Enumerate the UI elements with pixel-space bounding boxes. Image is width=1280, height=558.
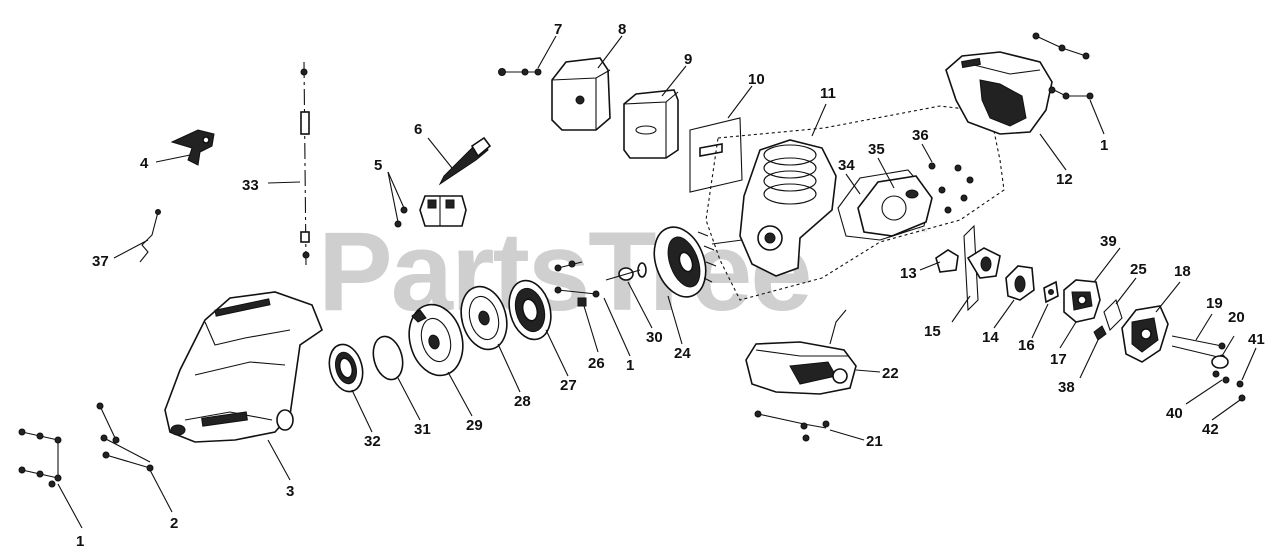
callout-6[interactable]: 6 <box>414 121 422 138</box>
callout-18[interactable]: 18 <box>1174 263 1191 280</box>
part-gasket-plate[interactable] <box>689 117 743 193</box>
part-seal-ring[interactable] <box>324 341 367 396</box>
part-screws-left[interactable] <box>18 402 154 488</box>
part-shroud-screws[interactable] <box>1032 32 1094 100</box>
part-air-filter-cover[interactable] <box>551 57 611 131</box>
engine-assembly-outline <box>705 105 1005 301</box>
callout-29[interactable]: 29 <box>466 417 483 434</box>
callout-12[interactable]: 12 <box>1056 171 1073 188</box>
callout-26[interactable]: 26 <box>588 355 605 372</box>
callout-34[interactable]: 34 <box>838 157 855 174</box>
callout-37[interactable]: 37 <box>92 253 109 270</box>
part-primer-fitting[interactable] <box>1093 325 1107 341</box>
part-crankcase-screws[interactable] <box>928 162 974 214</box>
part-flywheel[interactable] <box>645 220 717 304</box>
part-air-box-gasket[interactable] <box>1103 298 1123 332</box>
part-nuts[interactable] <box>1222 376 1246 402</box>
callout-10[interactable]: 10 <box>748 71 765 88</box>
part-ignition-coil[interactable] <box>419 136 492 227</box>
callout-15[interactable]: 15 <box>924 323 941 340</box>
callout-39[interactable]: 39 <box>1100 233 1117 250</box>
callout-35[interactable]: 35 <box>868 141 885 158</box>
callout-7[interactable]: 7 <box>554 21 562 38</box>
part-air-filter[interactable] <box>623 89 679 159</box>
callout-42[interactable]: 42 <box>1202 421 1219 438</box>
part-tank-screws[interactable] <box>754 410 830 442</box>
callout-31[interactable]: 31 <box>414 421 431 438</box>
part-washer[interactable] <box>605 262 647 281</box>
part-clamp-ring[interactable] <box>1211 355 1229 378</box>
callout-2[interactable]: 2 <box>170 515 178 532</box>
callout-17[interactable]: 17 <box>1050 351 1067 368</box>
callout-38[interactable]: 38 <box>1058 379 1075 396</box>
part-intake-manifold[interactable] <box>935 249 959 273</box>
callout-28[interactable]: 28 <box>514 393 531 410</box>
part-crankcase-cover[interactable] <box>857 175 933 237</box>
callout-1[interactable]: 1 <box>76 533 84 550</box>
callout-11[interactable]: 11 <box>820 85 836 102</box>
callout-5[interactable]: 5 <box>374 157 382 174</box>
callout-32[interactable]: 32 <box>364 433 381 450</box>
watermark-trademark: ™ <box>916 225 928 239</box>
part-intake-plate[interactable] <box>963 224 1001 312</box>
part-reed-block[interactable] <box>1005 265 1035 301</box>
callout-40[interactable]: 40 <box>1166 405 1183 422</box>
part-fuel-tank[interactable] <box>745 309 857 395</box>
part-coil-screws[interactable] <box>394 206 408 228</box>
part-starter-housing[interactable] <box>402 298 471 381</box>
callout-30[interactable]: 30 <box>646 329 663 346</box>
callout-19[interactable]: 19 <box>1206 295 1223 312</box>
part-fan-shroud[interactable] <box>945 51 1053 135</box>
callout-9[interactable]: 9 <box>684 51 692 68</box>
watermark: PartsTree <box>318 209 811 334</box>
callout-13[interactable]: 13 <box>900 265 917 282</box>
callout-27[interactable]: 27 <box>560 377 577 394</box>
callout-labels: 1 2 3 4 5 6 7 8 9 10 11 12 1 13 15 14 16… <box>76 21 1265 550</box>
part-spring-wire[interactable] <box>139 209 161 263</box>
callout-24[interactable]: 24 <box>674 345 691 362</box>
callout-16[interactable]: 16 <box>1018 337 1035 354</box>
callout-1[interactable]: 1 <box>626 357 634 374</box>
callout-25[interactable]: 25 <box>1130 261 1147 278</box>
part-trigger[interactable] <box>170 129 215 166</box>
part-spring-housing[interactable] <box>454 281 513 354</box>
part-air-box[interactable] <box>1121 305 1169 363</box>
part-plate-washer[interactable] <box>369 333 407 383</box>
callout-33[interactable]: 33 <box>242 177 259 194</box>
part-throttle-cable[interactable] <box>300 61 310 266</box>
callout-3[interactable]: 3 <box>286 483 294 500</box>
part-engine-block[interactable] <box>711 139 837 277</box>
part-filter-cover-screw[interactable] <box>498 68 542 76</box>
part-pawl-pins[interactable] <box>554 260 600 307</box>
callout-36[interactable]: 36 <box>912 127 929 144</box>
callout-21[interactable]: 21 <box>866 433 883 450</box>
part-engine-housing[interactable] <box>164 291 323 443</box>
callout-22[interactable]: 22 <box>882 365 899 382</box>
callout-41[interactable]: 41 <box>1248 331 1265 348</box>
callout-14[interactable]: 14 <box>982 329 999 346</box>
callout-8[interactable]: 8 <box>618 21 626 38</box>
callout-4[interactable]: 4 <box>140 155 149 172</box>
part-carburetor[interactable] <box>1063 279 1101 323</box>
callout-1[interactable]: 1 <box>1100 137 1108 154</box>
part-carb-gasket[interactable] <box>1043 280 1059 304</box>
callout-20[interactable]: 20 <box>1228 309 1245 326</box>
part-starter-pulley[interactable] <box>503 276 557 344</box>
